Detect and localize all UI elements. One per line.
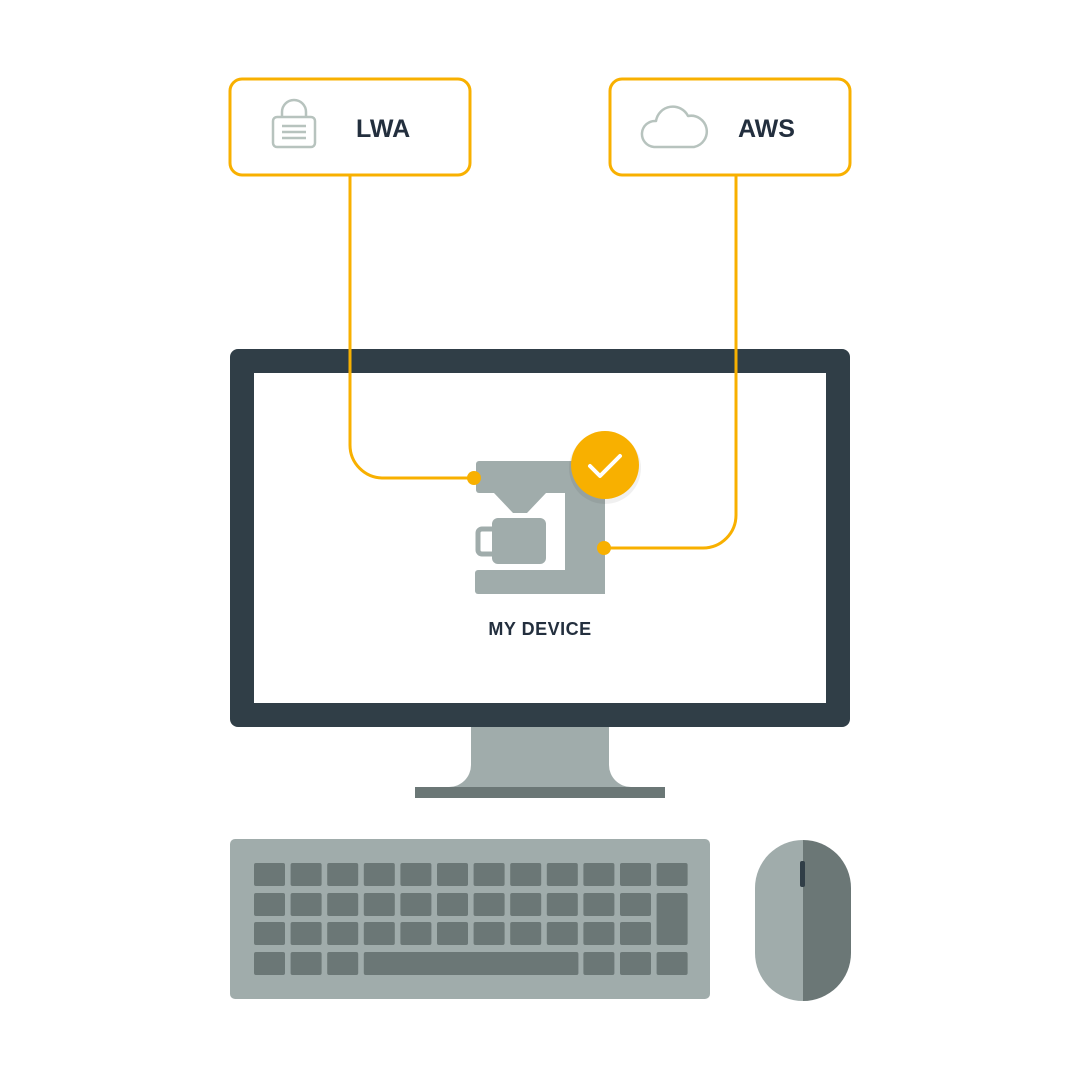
mouse: [755, 840, 851, 1001]
keyboard-key: [620, 863, 651, 886]
lwa-label: LWA: [356, 115, 410, 143]
keyboard: [230, 839, 710, 999]
keyboard-keys: [254, 863, 688, 975]
keyboard-key: [473, 922, 505, 945]
aws-connector-dot: [597, 541, 611, 555]
aws-node: AWS: [608, 77, 852, 177]
keyboard-key: [546, 893, 578, 916]
keyboard-key: [327, 922, 359, 945]
keyboard-key: [656, 952, 688, 975]
keyboard-key: [583, 893, 615, 916]
keyboard-key: [473, 893, 505, 916]
lwa-connector-dot: [467, 471, 481, 485]
mouse-scroll-wheel: [800, 861, 805, 887]
keyboard-key: [546, 863, 578, 886]
keyboard-key: [583, 952, 615, 975]
keyboard-key: [290, 863, 322, 886]
checkmark-icon: [588, 454, 622, 478]
keyboard-key: [290, 922, 322, 945]
keyboard-key: [327, 893, 359, 916]
keyboard-key: [583, 863, 615, 886]
aws-label: AWS: [738, 115, 795, 143]
keyboard-key: [437, 863, 468, 886]
keyboard-key: [583, 922, 615, 945]
keyboard-key: [290, 893, 322, 916]
keyboard-key: [363, 922, 395, 945]
keyboard-key: [327, 952, 359, 975]
keyboard-key: [400, 922, 432, 945]
monitor-stand-neck: [449, 725, 631, 787]
keyboard-key: [656, 863, 688, 886]
keyboard-key: [254, 863, 285, 886]
lwa-connector: [348, 175, 474, 480]
aws-connector: [604, 175, 738, 550]
keyboard-key: [510, 893, 542, 916]
device-label: MY DEVICE: [488, 619, 591, 639]
keyboard-key: [620, 922, 651, 945]
keyboard-key: [400, 893, 432, 916]
keyboard-key: [363, 863, 395, 886]
lwa-node: LWA: [228, 77, 472, 177]
keyboard-key: [546, 922, 578, 945]
keyboard-key: [473, 863, 505, 886]
keyboard-key: [437, 922, 468, 945]
keyboard-key: [363, 893, 395, 916]
cloud-icon: [640, 105, 708, 149]
keyboard-key: [437, 893, 468, 916]
keyboard-key: [254, 893, 285, 916]
keyboard-enter-key: [656, 893, 688, 945]
keyboard-key: [327, 863, 359, 886]
keyboard-key: [400, 863, 432, 886]
keyboard-key: [290, 952, 322, 975]
keyboard-key: [510, 863, 542, 886]
keyboard-key: [254, 952, 285, 975]
keyboard-key: [254, 922, 285, 945]
coffee-maker-icon: [475, 461, 605, 594]
lock-icon: [271, 98, 317, 149]
keyboard-key: [620, 893, 651, 916]
keyboard-key: [620, 952, 651, 975]
monitor-stand-base: [415, 787, 665, 798]
keyboard-space-bar: [363, 952, 579, 975]
keyboard-key: [510, 922, 542, 945]
status-badge: [569, 431, 641, 504]
